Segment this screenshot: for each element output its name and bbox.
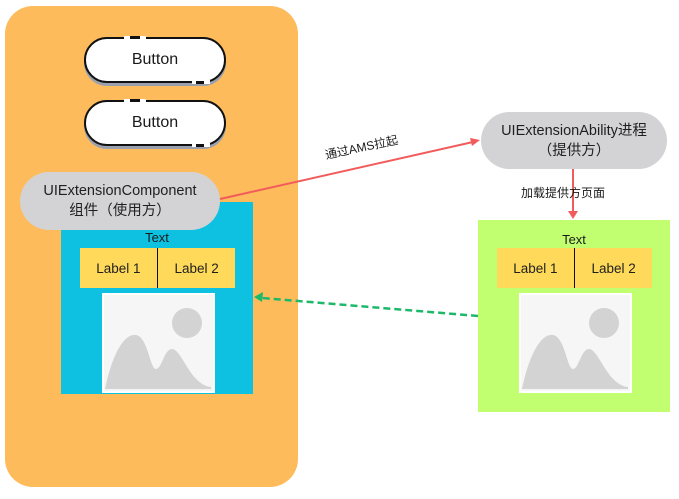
- image-placeholder-icon: [522, 308, 628, 389]
- provider-view-title: Text: [562, 232, 586, 247]
- label-divider: [156, 248, 159, 288]
- provider-label-2: Label 2: [591, 260, 636, 276]
- provider-label-row: Label 1 Label 2: [497, 248, 652, 288]
- load-page-edge-label: 加载提供方页面: [521, 186, 606, 200]
- provider-image-placeholder: [519, 293, 632, 393]
- label-divider: [573, 248, 576, 288]
- button-border-gap: [192, 80, 210, 84]
- host-button-1[interactable]: Button: [84, 36, 226, 84]
- embedded-view-title: Text: [145, 230, 169, 245]
- host-button-2[interactable]: Button: [84, 99, 226, 147]
- button-border-gap: [124, 99, 146, 103]
- uiextension-component-pill: UIExtensionComponent 组件（使用方）: [20, 172, 220, 230]
- render-back-arrowhead-icon: [254, 292, 263, 302]
- button-label: Button: [131, 114, 179, 131]
- component-pill-line2: 组件（使用方）: [69, 203, 171, 219]
- launch-arrow-line: [219, 141, 474, 200]
- provider-label-1: Label 1: [513, 260, 558, 276]
- sun-shape: [589, 308, 619, 338]
- button-border-gap: [192, 143, 210, 147]
- sun-shape: [172, 308, 202, 338]
- button-border-gap: [124, 36, 146, 40]
- embedded-label-row: Label 1 Label 2: [80, 248, 235, 288]
- mountain-shape: [522, 334, 628, 389]
- embedded-component-view: Text Label 1 Label 2: [61, 202, 253, 394]
- mountain-shape: [105, 334, 211, 389]
- load-page-arrowhead-icon: [568, 211, 578, 219]
- launch-arrowhead-icon: [470, 138, 480, 146]
- embedded-label-1: Label 1: [96, 260, 141, 276]
- embedded-image-placeholder: [102, 293, 215, 393]
- ability-pill-line1: UIExtensionAbility进程: [501, 122, 647, 139]
- component-pill-line1: UIExtensionComponent: [43, 183, 197, 199]
- provider-page-view: Text Label 1 Label 2: [478, 220, 670, 412]
- ability-pill-line2: （提供方）: [537, 142, 611, 159]
- render-back-arrow-line: [261, 296, 479, 318]
- embedded-label-2: Label 2: [174, 260, 219, 276]
- button-label: Button: [131, 51, 179, 68]
- image-placeholder-icon: [105, 308, 211, 389]
- uiextension-ability-pill: UIExtensionAbility进程 （提供方）: [481, 112, 667, 169]
